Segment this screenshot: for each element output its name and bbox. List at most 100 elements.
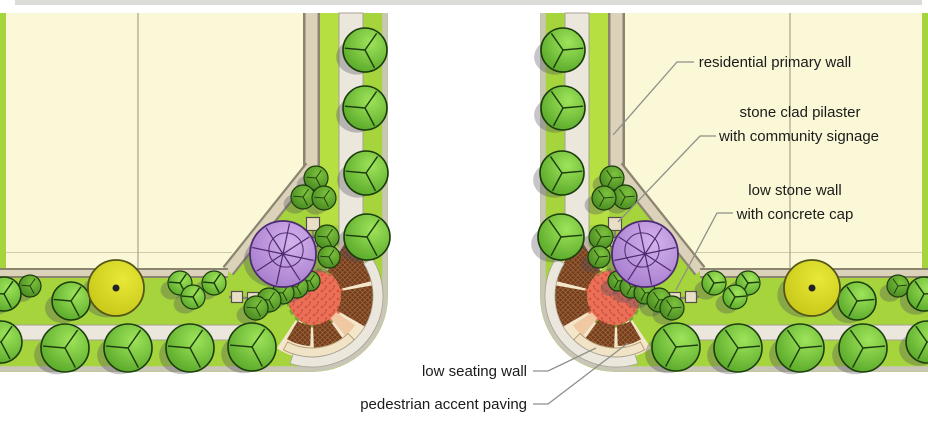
branch-line (323, 189, 330, 199)
branch-line (365, 172, 377, 192)
tree-trunk-dot (112, 284, 120, 292)
branch-line (3, 293, 12, 309)
branch-line (741, 273, 749, 284)
branch-line (620, 196, 626, 206)
branch-line (917, 341, 928, 360)
branch-line (849, 329, 864, 349)
branch-line (644, 253, 672, 272)
branch-line (127, 329, 142, 349)
branch-line (328, 256, 334, 265)
accent-paving-segment (572, 312, 598, 336)
branch-line (29, 278, 36, 287)
tree-trunk-dot (808, 284, 816, 292)
branch-line (296, 286, 302, 295)
branch-line (364, 33, 378, 51)
branch-line (282, 292, 288, 301)
residential-lot (6, 13, 304, 270)
accent-paving-segment (617, 321, 641, 346)
branch-line (675, 344, 699, 348)
branch-line (213, 282, 220, 294)
leader-line-residential-primary-wall (612, 61, 694, 136)
branch-line (916, 293, 925, 309)
branch-line (893, 285, 899, 294)
branch-line (671, 306, 682, 309)
branch-line (246, 306, 257, 309)
leader-line-pedestrian-accent-paving (533, 342, 629, 405)
leader-line-low-seating-wall (533, 347, 597, 372)
branch-line (551, 172, 563, 192)
branch-line (202, 281, 215, 284)
branch-line (614, 253, 646, 262)
curb (0, 13, 388, 372)
branch-line (662, 328, 677, 348)
branch-ring (624, 232, 660, 268)
branch-line (315, 177, 321, 187)
primary-wall-vertical (305, 13, 318, 168)
branch-line (366, 219, 380, 238)
stone-clad-pilaster (607, 216, 623, 232)
stone-clad-pilaster (305, 216, 321, 232)
branch-line (552, 107, 564, 127)
branch-line (613, 274, 619, 282)
branch-line (549, 156, 563, 174)
branch-line (282, 253, 314, 262)
branch-line (595, 228, 602, 238)
branch-line (70, 286, 82, 302)
primary-wall-chamfer (613, 164, 704, 274)
branch-line (561, 170, 583, 174)
branch-line (626, 286, 632, 295)
branch-line (606, 169, 613, 179)
branch-line (364, 49, 376, 69)
branch-line (323, 197, 329, 207)
branch-line (256, 253, 284, 272)
branch-line (600, 235, 611, 238)
branch-line (251, 346, 263, 367)
branch-line (729, 296, 736, 308)
branch-line (653, 291, 660, 301)
corner-sidewalk-apron (289, 257, 384, 368)
primary-wall-chamfer (224, 164, 315, 274)
branch-line (314, 196, 325, 199)
branch-line (345, 170, 367, 174)
branch-line (364, 91, 378, 109)
branch-line (897, 284, 907, 287)
branch-line (302, 196, 308, 206)
branch-line (282, 236, 310, 255)
branch-line (229, 344, 253, 348)
branch-line (326, 236, 332, 246)
branch-line (550, 236, 562, 257)
branch-line (613, 280, 619, 289)
residential-lot (624, 13, 922, 270)
branch-line (727, 347, 739, 368)
branch-line (915, 325, 928, 343)
branch-line (344, 105, 366, 109)
accent-paving-segment (287, 321, 311, 346)
branch-line (619, 188, 626, 198)
annotation-stone-clad-pilaster-line2: with community signage (718, 128, 879, 145)
branch-line (560, 234, 583, 238)
branch-line (862, 345, 886, 349)
annotation-low-seating-wall: low seating wall (422, 363, 527, 380)
branch-line (734, 295, 747, 298)
branch-line (914, 280, 925, 295)
branch-line (548, 219, 562, 238)
branch-line (265, 227, 284, 255)
branch-line (268, 299, 274, 309)
branch-line (251, 328, 266, 348)
branch-line (640, 292, 646, 301)
stone-clad-pilaster (230, 290, 244, 304)
branch-line (309, 280, 315, 289)
branch-line (328, 249, 335, 258)
branch-line (637, 223, 646, 255)
accent-paving-segment (330, 312, 356, 336)
branch-line (799, 345, 823, 349)
curb (540, 13, 928, 372)
branch-line (747, 281, 760, 284)
annotation-stone-clad-pilaster-line1: stone clad pilaster (740, 104, 861, 121)
top-edge-bar (15, 0, 922, 5)
annotation-low-stone-wall-line2: with concrete cap (736, 206, 854, 223)
branch-line (644, 253, 653, 285)
